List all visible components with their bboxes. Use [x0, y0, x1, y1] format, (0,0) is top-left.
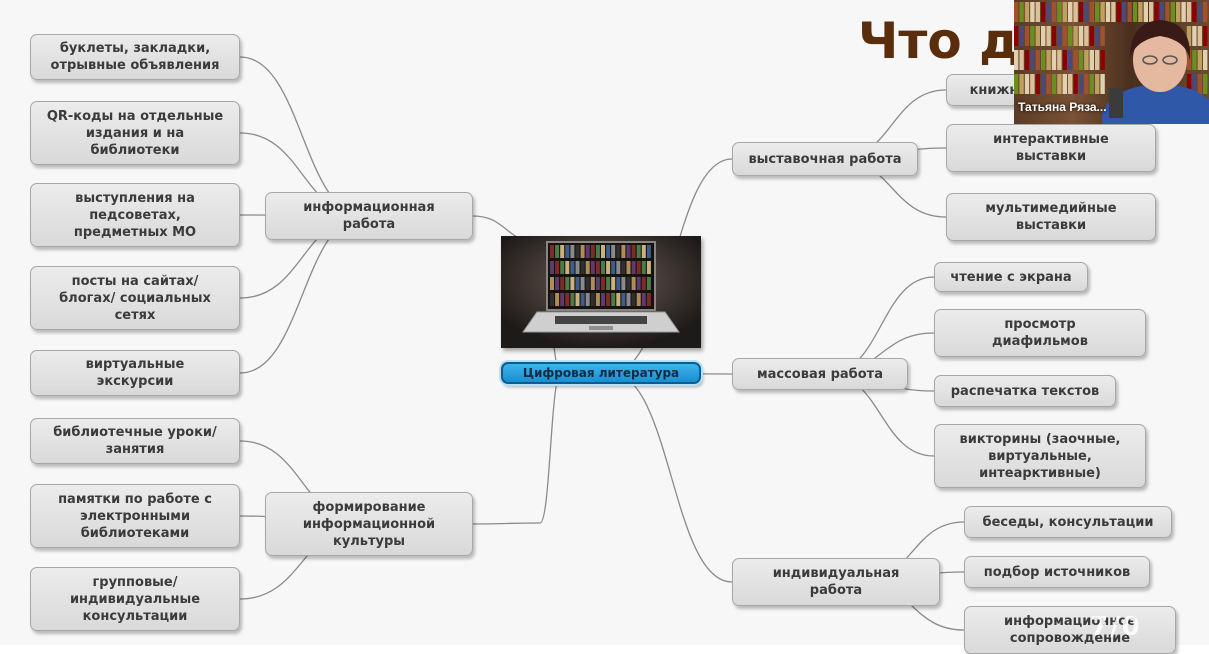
- topic-e-library-guides: памятки по работе с электронными библиот…: [30, 484, 240, 548]
- branch-individual-work: индивидуальная работа: [732, 558, 940, 606]
- topic-source-selection: подбор источников: [964, 556, 1150, 588]
- branch-mass-work: массовая работа: [732, 358, 908, 390]
- watermark-logo: 7/0: [1090, 612, 1142, 642]
- laptop-bookshelf-image: [501, 236, 701, 348]
- branch-info-culture: формирование информационной культуры: [265, 492, 473, 556]
- topic-posts: посты на сайтах/ блогах/ социальных сетя…: [30, 266, 240, 330]
- central-topic: Цифровая литература: [501, 362, 701, 384]
- topic-virtual-tours: виртуальные экскурсии: [30, 350, 240, 396]
- connector-line: [539, 372, 562, 524]
- branch-exhibition-work: выставочная работа: [732, 142, 918, 176]
- topic-speeches: выступления на педсоветах, предметных МО: [30, 183, 240, 247]
- connector-line: [472, 522, 541, 525]
- topic-qr-codes: QR-коды на отдельные издания и на библио…: [30, 101, 240, 165]
- slide-title: Что д: [858, 12, 1020, 70]
- topic-multimedia-exhibitions: мультимедийные выставки: [946, 193, 1156, 241]
- webcam-video-tile[interactable]: [1014, 0, 1209, 124]
- topic-quizzes: викторины (заочные, виртуальные, интеарк…: [934, 424, 1146, 488]
- topic-filmstrips: просмотр диафильмов: [934, 309, 1146, 357]
- topic-text-printing: распечатка текстов: [934, 375, 1116, 407]
- topic-booklets: буклеты, закладки, отрывные объявления: [30, 34, 240, 80]
- topic-consultations: групповые/ индивидуальные консультации: [30, 567, 240, 631]
- participant-name: Татьяна Ряза...: [1018, 100, 1107, 114]
- topic-library-lessons: библиотечные уроки/ занятия: [30, 418, 240, 464]
- connector-line: [610, 372, 733, 583]
- topic-screen-reading: чтение с экрана: [934, 262, 1088, 292]
- topic-interactive-exhibitions: интерактивные выставки: [946, 124, 1156, 172]
- topic-conversations: беседы, консультации: [964, 506, 1172, 538]
- branch-informational-work: информационная работа: [265, 192, 473, 240]
